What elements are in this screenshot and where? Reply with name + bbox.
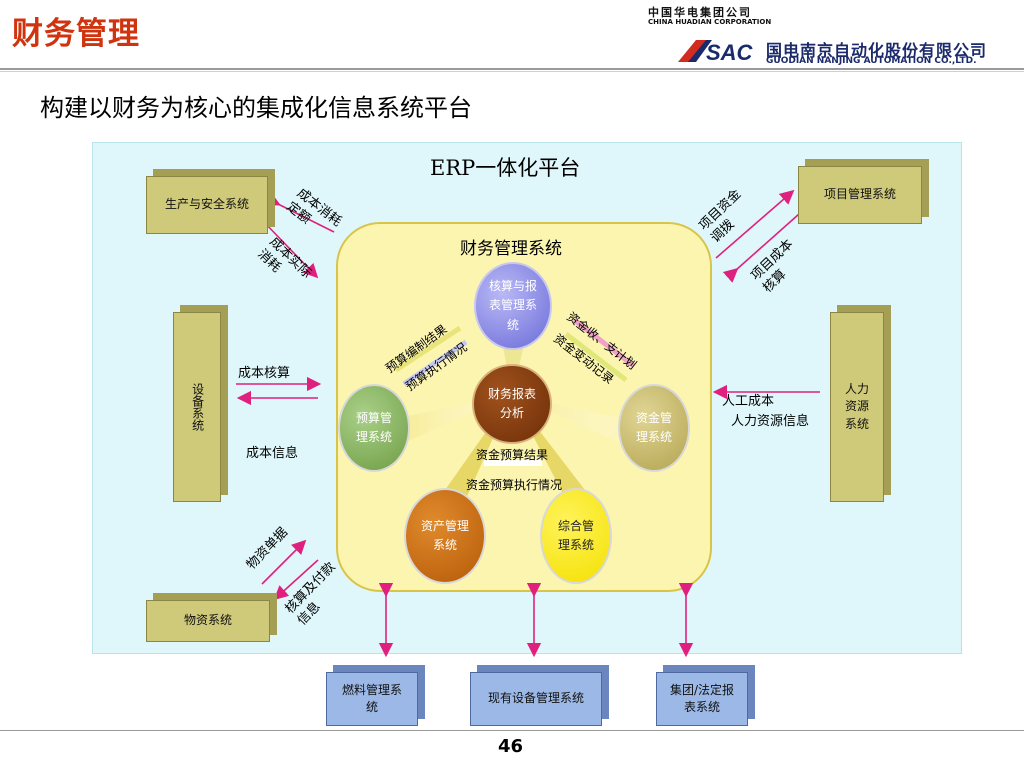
bar-fund-change [564,332,628,382]
existing-equipment-system-box: 现有设备管理系统 [470,672,602,726]
label-fund-budget-result: 资金预算结果 [476,448,549,462]
bar-budget-exec [402,339,468,387]
label-hr-info: 人力资源信息 [730,414,809,429]
label-labor-cost: 人工成本 [722,394,775,409]
page-number: 46 [498,736,524,757]
page-header-title: 财务管理 [12,16,140,52]
huadian-logo-english: CHINA HUADIAN CORPORATION [648,18,772,26]
budget-management-module: 预算管理系统 [338,384,410,472]
comprehensive-management-module: 综合管理系统 [540,488,612,584]
arrow-project-cost [722,205,809,283]
fund-management-module: 资金管理系统 [618,384,690,472]
label-fund-budget-exec: 资金预算执行情况 [466,478,563,492]
slide-subtitle: 构建以财务为核心的集成化信息系统平台 [40,94,472,122]
company-name-en: GUODIAN NANJING AUTOMATION CO.,LTD. [766,56,977,66]
financial-analysis-module: 财务报表分析 [472,364,552,444]
arrow-settle-pay [273,559,319,601]
finance-system-label: 财务管理系统 [460,239,562,259]
fuel-management-system-box: 燃料管理系统 [326,672,418,726]
project-management-system-box: 项目管理系统 [798,166,922,224]
sac-logo-icon: SAC [678,40,754,65]
erp-platform-label: ERP一体化平台 [430,156,581,180]
arrow-project-fund [715,189,795,259]
bar-budget-result [394,325,462,373]
arrow-material-doc [261,539,307,585]
asset-management-module: 资产管理系统 [404,488,486,584]
huadian-logo-text: 中国华电集团公司 [648,6,752,19]
header-divider [0,68,1024,70]
arrow-production-quota [264,192,335,233]
label-cost-accounting: 成本核算 [238,366,291,381]
accounting-report-module: 核算与报表管理系统 [474,262,552,350]
bar-fund-plan [572,318,636,368]
equipment-system-box: 设备系统 [173,312,221,502]
header-divider-thin [0,71,1024,72]
materials-system-box: 物资系统 [146,600,270,642]
group-report-system-box: 集团/法定报表系统 [656,672,748,726]
arrow-production-actual [261,219,319,279]
label-cost-info: 成本信息 [246,446,299,461]
production-safety-system-box: 生产与安全系统 [146,176,268,234]
hr-system-box: 人力资源系统 [830,312,884,502]
footer-divider [0,730,1024,731]
sac-logo-text: SAC [706,40,754,65]
company-name-cn: 国电南京自动化股份有限公司 [766,41,988,60]
